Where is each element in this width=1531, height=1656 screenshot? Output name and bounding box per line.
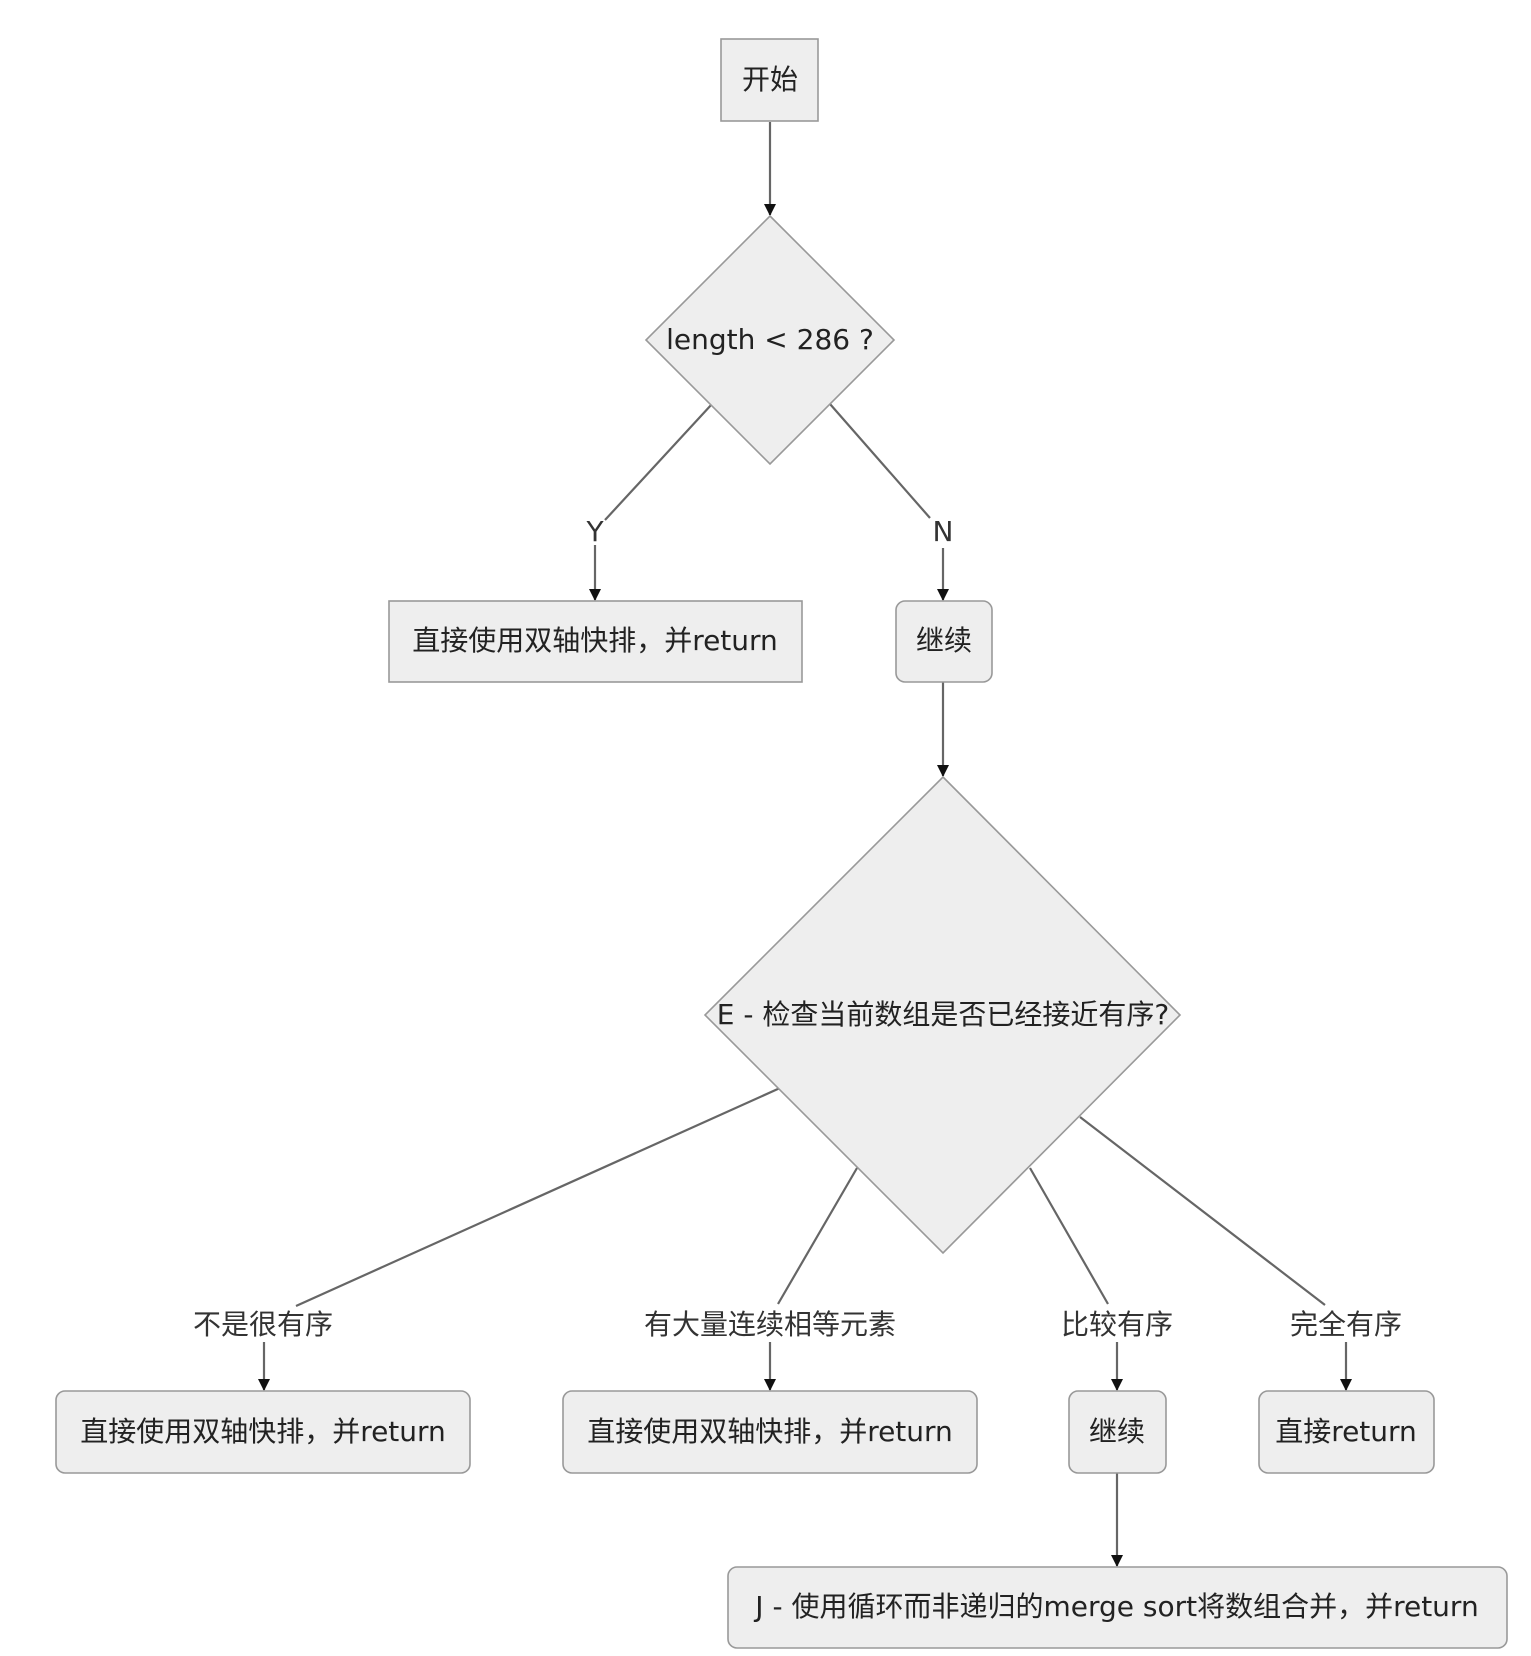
edge-label-not-very-sorted: 不是很有序 [193,1308,333,1341]
node-direct-return[interactable]: 直接return [1258,1390,1435,1474]
node-dual-quick-2-label: 直接使用双轴快排，并return [80,1415,446,1448]
node-start[interactable]: 开始 [720,38,819,122]
node-continue-2-label: 继续 [1089,1415,1145,1448]
node-dual-quick-3[interactable]: 直接使用双轴快排，并return [562,1390,978,1474]
node-length-condition-label: length < 286 ? [666,323,874,356]
edge-label-yes: Y [585,515,604,548]
edge-labels: Y N 不是很有序 有大量连续相等元素 比较有序 完全有序 [193,515,1402,1341]
edge-fairly-sorted [1029,1167,1117,1390]
node-dual-quick-1[interactable]: 直接使用双轴快排，并return [388,600,803,683]
edge-fully-sorted [1079,1116,1346,1390]
edge-label-fairly-sorted: 比较有序 [1061,1308,1173,1341]
edge-many-equal [770,1167,858,1390]
node-continue-1[interactable]: 继续 [895,600,993,683]
edge-label-no: N [933,515,954,548]
node-merge-sort-label: J - 使用循环而非递归的merge sort将数组合并，并return [753,1590,1478,1623]
edges [264,122,1346,1567]
edge-length-no [829,403,943,600]
node-dual-quick-2[interactable]: 直接使用双轴快排，并return [55,1390,471,1474]
node-dual-quick-3-label: 直接使用双轴快排，并return [587,1415,953,1448]
node-continue-2[interactable]: 继续 [1068,1390,1167,1474]
node-sorted-condition[interactable]: E - 检查当前数组是否已经接近有序? [703,775,1182,1255]
node-dual-quick-1-label: 直接使用双轴快排，并return [412,624,778,657]
edge-label-fully-sorted: 完全有序 [1290,1308,1402,1341]
edge-not-very-sorted [264,1086,781,1390]
node-direct-return-label: 直接return [1275,1415,1417,1448]
node-start-label: 开始 [742,63,798,96]
node-merge-sort[interactable]: J - 使用循环而非递归的merge sort将数组合并，并return [727,1566,1508,1649]
edge-length-yes [595,403,713,600]
node-continue-1-label: 继续 [916,624,972,657]
node-sorted-condition-label: E - 检查当前数组是否已经接近有序? [717,998,1169,1031]
edge-label-many-equal: 有大量连续相等元素 [644,1308,896,1341]
node-length-condition[interactable]: length < 286 ? [644,214,896,466]
